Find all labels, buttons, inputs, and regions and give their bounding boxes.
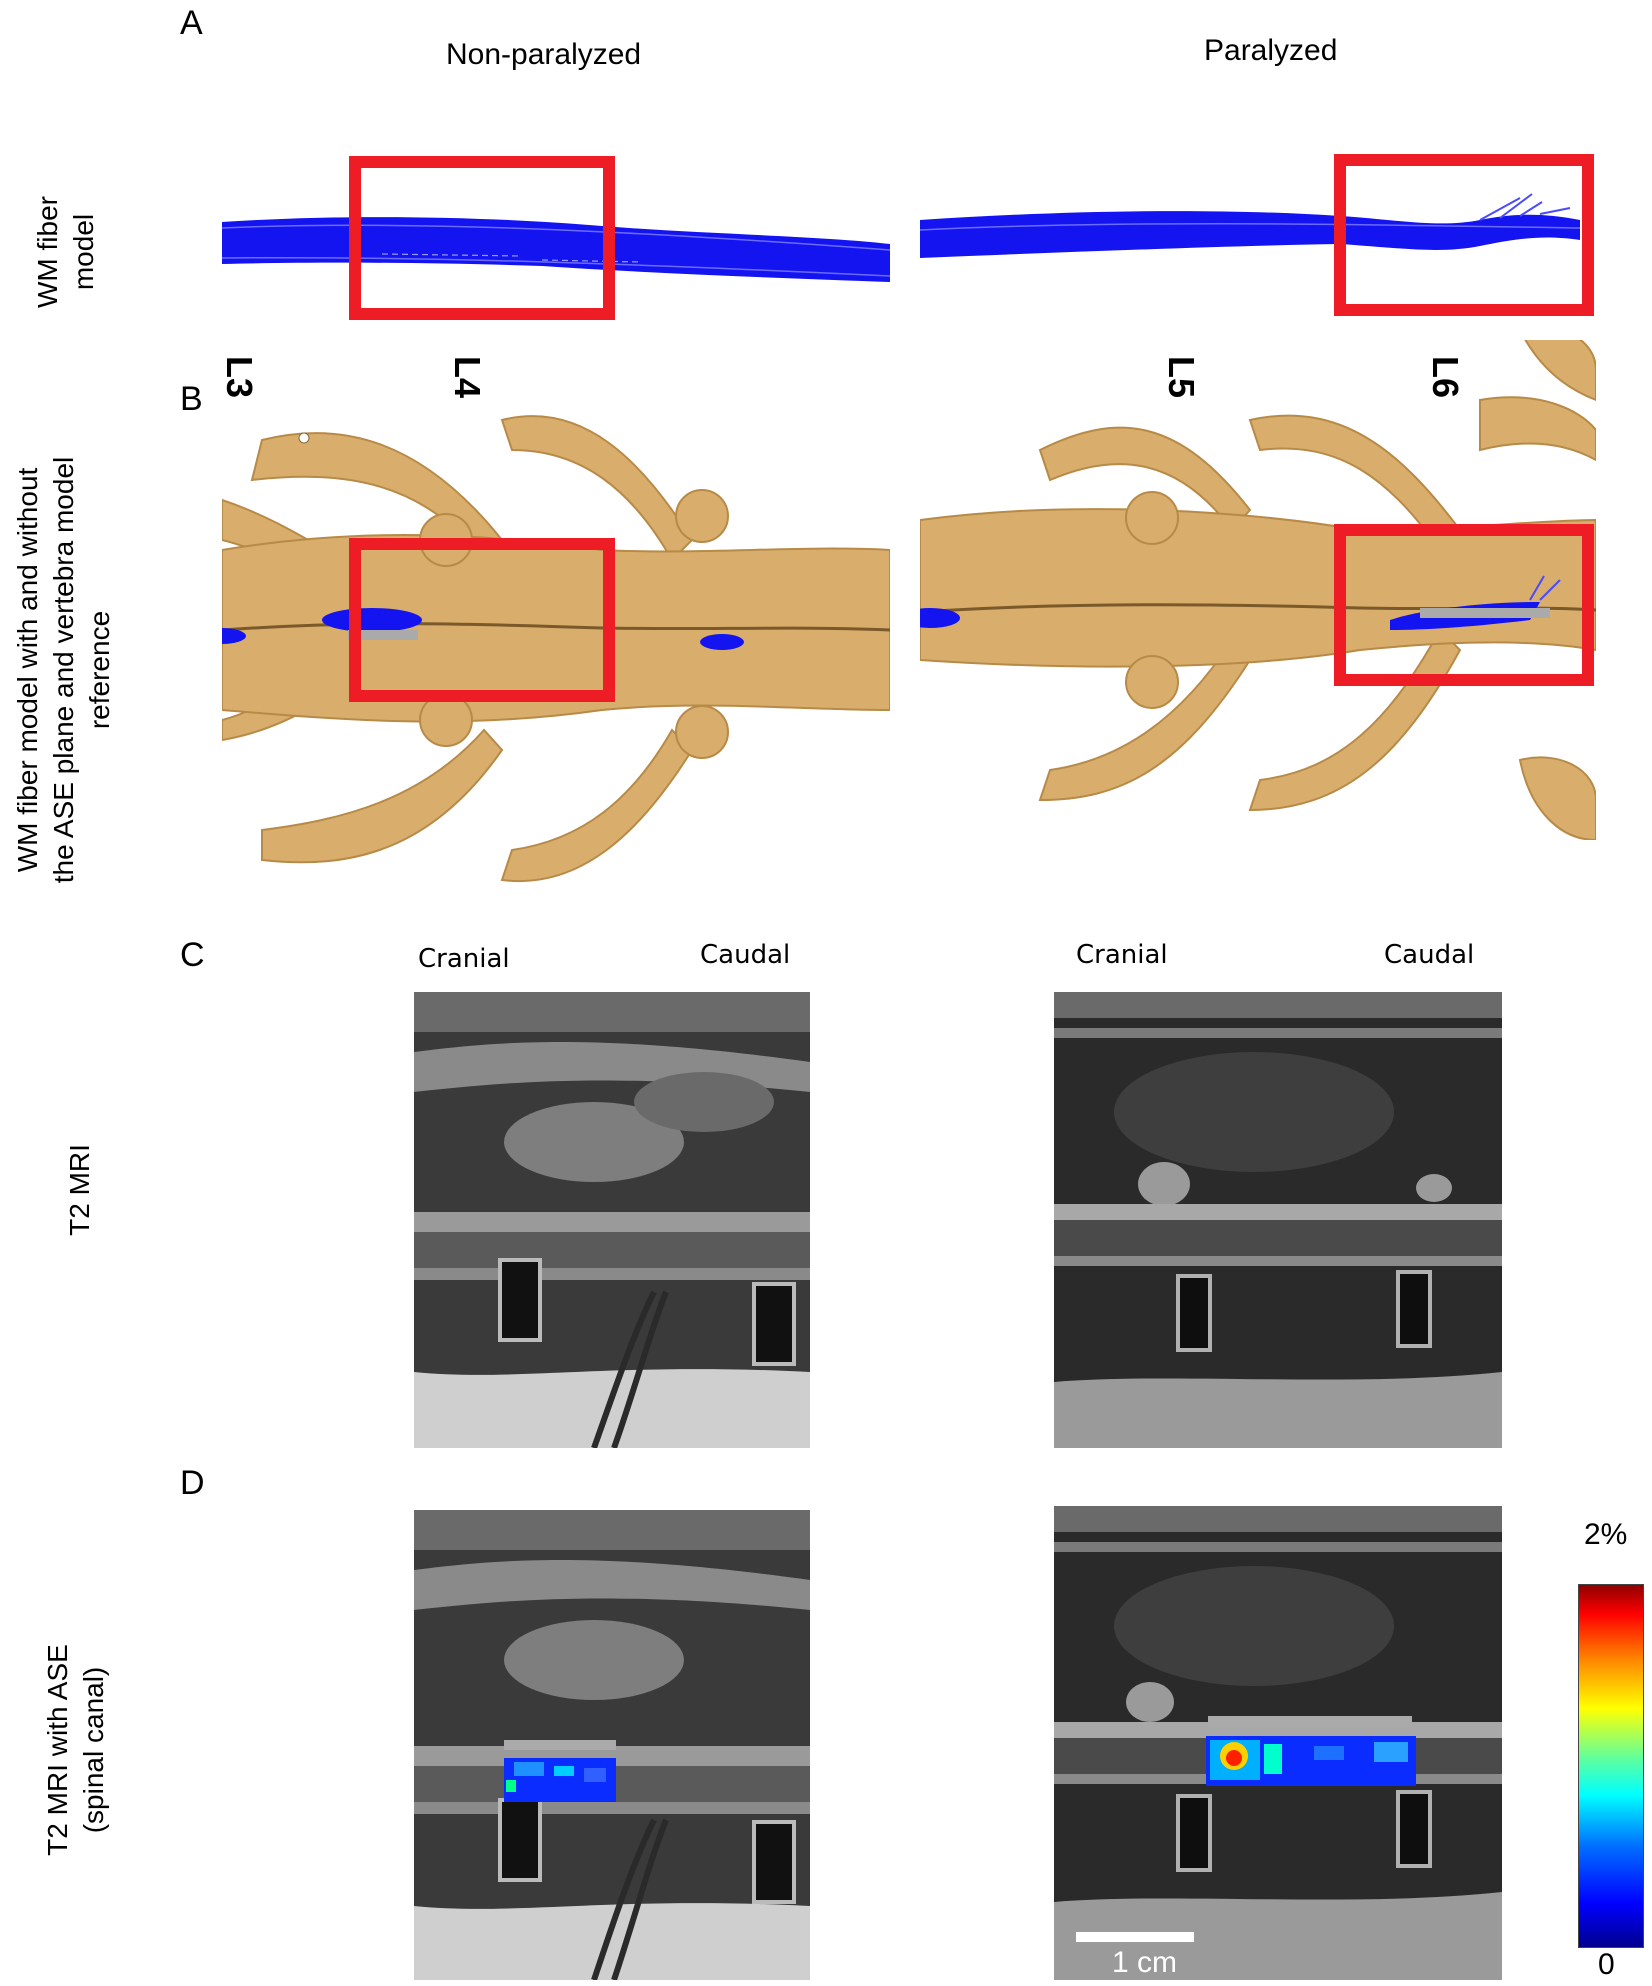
panel-label-a: A — [180, 4, 203, 42]
colorbar — [1578, 1584, 1644, 1948]
orientation-caudal-left: Caudal — [700, 940, 791, 970]
colorbar-min-label: 0 — [1598, 1948, 1615, 1981]
row-label-text: T2 MRI with ASE (spinal canal) — [42, 1644, 109, 1856]
column-title-non-paralyzed: Non-paralyzed — [446, 38, 642, 71]
row-label-text: WM fiber model with and without the ASE … — [12, 456, 115, 884]
mri-non-paralyzed — [414, 992, 810, 1448]
ase-plane-bar — [1208, 1716, 1412, 1726]
row-label-wm-fiber-model: WM fiber model — [30, 196, 102, 308]
vertebra-model-non-paralyzed — [222, 380, 890, 890]
orientation-cranial-left: Cranial — [418, 944, 510, 974]
mri-paralyzed — [1054, 992, 1502, 1448]
row-label-t2-mri-ase: T2 MRI with ASE (spinal canal) — [40, 1644, 112, 1856]
scale-bar — [1076, 1932, 1194, 1942]
fiber-model-non-paralyzed — [222, 150, 890, 330]
orientation-caudal-right: Caudal — [1384, 940, 1475, 970]
column-title-paralyzed: Paralyzed — [1204, 34, 1338, 67]
panel-label-b: B — [180, 380, 203, 418]
orientation-cranial-right: Cranial — [1076, 940, 1168, 970]
panel-label-c: C — [180, 936, 205, 974]
colorbar-max-label: 2% — [1584, 1518, 1628, 1551]
mri-ase-paralyzed — [1054, 1506, 1502, 1980]
row-label-text: WM fiber model — [32, 196, 99, 308]
row-label-t2-mri: T2 MRI — [62, 1144, 98, 1236]
mri-ase-non-paralyzed — [414, 1510, 810, 1980]
panel-label-d: D — [180, 1464, 205, 1502]
row-label-text: T2 MRI — [64, 1144, 95, 1236]
scale-bar-label: 1 cm — [1112, 1946, 1178, 1979]
row-label-wm-fiber-vertebra: WM fiber model with and without the ASE … — [10, 457, 118, 884]
fiber-model-paralyzed — [920, 150, 1596, 322]
vertebra-model-paralyzed — [920, 340, 1596, 840]
ase-plane-bar — [504, 1740, 616, 1750]
